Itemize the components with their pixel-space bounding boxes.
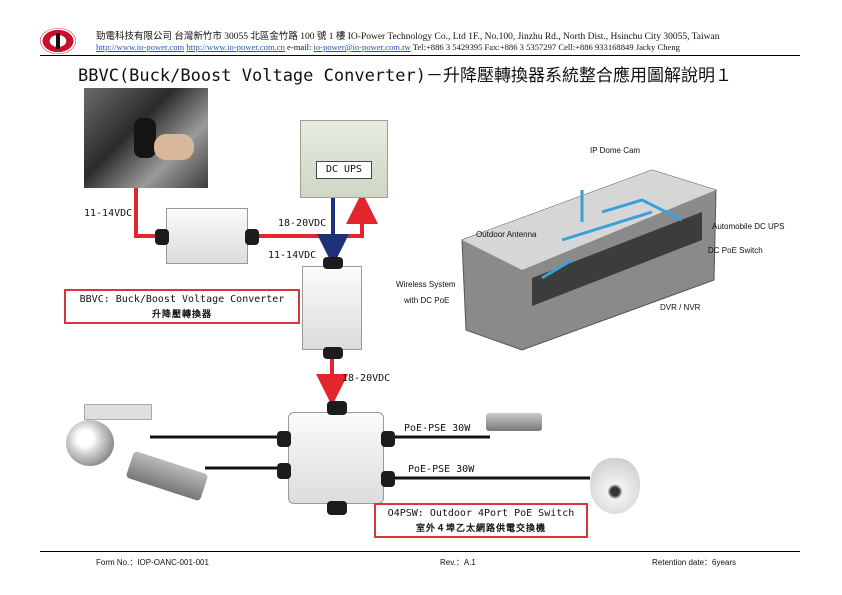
website-link-com[interactable]: http://www.io-power.com: [96, 42, 185, 52]
voltage-label-output-mid: 18-20VDC: [342, 373, 391, 384]
switch-callout: O4PSW: Outdoor 4Port PoE Switch 室外４埠乙太網路…: [374, 503, 588, 538]
red-wire-converter-to-ups: [248, 192, 378, 238]
bullet-camera-right: [486, 413, 542, 431]
adapter-left-plug: [155, 229, 169, 245]
dome-camera-left: [66, 420, 114, 466]
bus-label-wireless: Wireless System: [396, 280, 456, 289]
header-divider: [40, 55, 800, 56]
footer-divider: [40, 551, 800, 552]
voltage-label-input-mid: 11-14VDC: [268, 250, 317, 261]
footer-form-number: Form No.：IOP-OANC-001-001: [96, 558, 209, 567]
switch-callout-subtitle: 室外４埠乙太網路供電交換機: [415, 524, 546, 534]
voltage-label-input-left: 11-14VDC: [84, 208, 133, 219]
car-power-adapter: [155, 208, 259, 264]
page-title: BBVC(Buck/Boost Voltage Converter)－升降壓轉換…: [78, 66, 732, 86]
bus-illustration: [461, 169, 717, 351]
adapter-right-plug: [245, 229, 259, 245]
bus-label-antenna: Outdoor Antenna: [476, 230, 537, 239]
poe-label-upper: PoE-PSE 30W: [404, 423, 471, 434]
dc-ups-label: DC UPS: [316, 161, 372, 179]
switch-port-3: [381, 431, 395, 447]
company-logo: [40, 28, 76, 54]
switch-callout-title: O4PSW: Outdoor 4Port PoE Switch: [387, 508, 575, 519]
contact-numbers: Tel:+886 3 5429395 Fax:+886 3 5357297 Ce…: [412, 42, 680, 52]
poe-label-lower: PoE-PSE 30W: [408, 464, 475, 475]
bbvc-bottom-connector: [323, 347, 343, 359]
outdoor-poe-switch-device: [277, 401, 395, 515]
bus-wiring-paths: [541, 190, 683, 280]
switch-port-4: [381, 471, 395, 487]
email-link[interactable]: io-power@io-power.com.tw: [313, 42, 411, 52]
switch-port-2: [277, 463, 291, 479]
ptz-dome-camera-right: [590, 458, 640, 514]
switch-bottom-connector: [327, 501, 347, 515]
company-contact: http://www.io-power.com http://www.io-po…: [96, 42, 680, 52]
email-prefix: e-mail:: [287, 42, 312, 52]
bus-windows: [532, 212, 702, 306]
switch-port-1: [277, 431, 291, 447]
bus-label-poe-switch: DC PoE Switch: [708, 246, 763, 255]
bbvc-top-connector: [323, 257, 343, 269]
footer-revision: Rev.：A.1: [440, 558, 476, 567]
bus-label-ip-dome: IP Dome Cam: [590, 146, 641, 155]
switch-power-input: [327, 401, 347, 415]
dc-ups-device: [300, 120, 388, 198]
bus-label-dvr: DVR / NVR: [660, 303, 701, 312]
bbvc-callout-title: BBVC: Buck/Boost Voltage Converter: [79, 294, 285, 305]
bus-roof: [462, 170, 716, 270]
dome-camera-wall-mount: [84, 404, 152, 420]
website-link-cn[interactable]: http://www.io-power.com.cn: [186, 42, 285, 52]
bbvc-callout: BBVC: Buck/Boost Voltage Converter 升降壓轉換…: [64, 289, 300, 324]
bus-label-wireless-poe: with DC PoE: [404, 296, 450, 305]
bus-label-dc-ups: Automobile DC UPS: [712, 222, 785, 231]
bbvc-converter-device: [302, 257, 362, 359]
footer-retention: Retention date：6years: [652, 558, 737, 567]
voltage-label-output-top: 18-20VDC: [278, 218, 327, 229]
company-address: 勁電科技有限公司 台灣新竹市 30055 北區金竹路 100 號 1 樓 IO-…: [96, 32, 720, 42]
bbvc-callout-subtitle: 升降壓轉換器: [151, 310, 212, 320]
car-cigarette-socket-photo: [84, 88, 208, 188]
